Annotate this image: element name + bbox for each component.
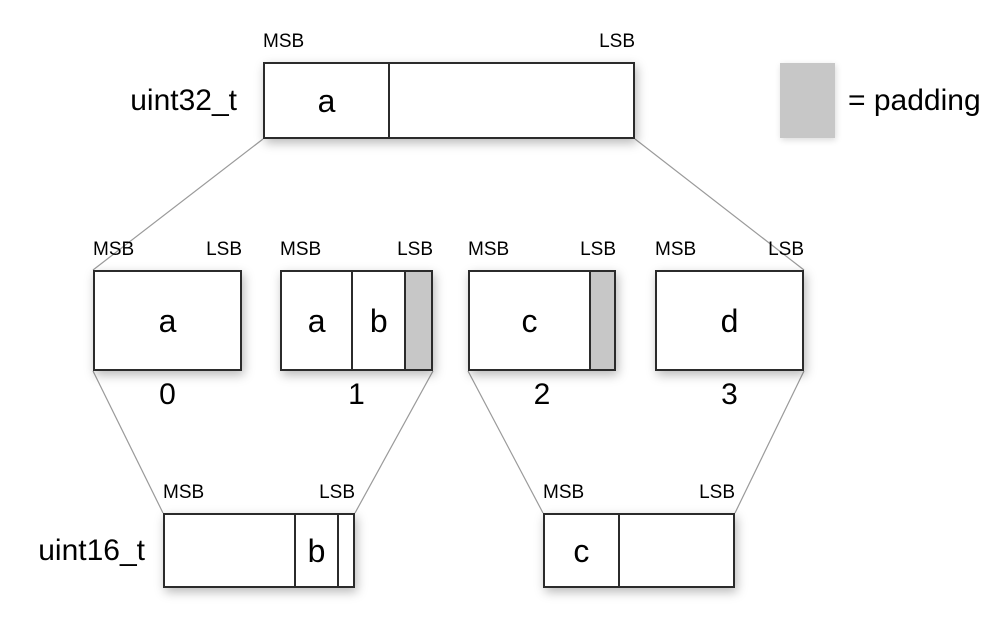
- field-label: c: [573, 532, 590, 569]
- byte1-box: a b: [280, 270, 433, 371]
- connector-byte0-to-uint16-left: [92, 370, 164, 514]
- byte2-segment-c: c: [470, 272, 589, 369]
- field-label: b: [369, 302, 388, 339]
- byte1-box-group: MSB LSB a b 1: [280, 240, 433, 410]
- byte0-index-label: 0: [159, 378, 176, 411]
- field-label: a: [317, 82, 336, 119]
- field-label: b: [307, 532, 326, 569]
- byte2-box-group: MSB LSB c 2: [468, 240, 616, 410]
- byte1-padding-segment: [404, 272, 432, 369]
- uint16-right-segment-empty: [617, 515, 733, 586]
- byte0-box-group: MSB LSB a 0: [93, 240, 242, 410]
- connector-uint32-to-byte3: [634, 138, 805, 271]
- byte3-segment-d: d: [657, 272, 802, 369]
- byte1-index-label: 1: [348, 378, 365, 411]
- byte1-segment-b: b: [351, 272, 404, 369]
- uint16-left-box-group: MSB LSB b: [163, 483, 355, 588]
- uint16-right-box-group: MSB LSB c: [543, 483, 735, 588]
- uint32-box: a: [263, 62, 635, 139]
- byte3-index-label: 3: [721, 378, 738, 411]
- field-label: c: [521, 302, 538, 339]
- field-label: d: [720, 302, 739, 339]
- byte0-segment-a: a: [95, 272, 240, 369]
- byte3-box: d: [655, 270, 804, 371]
- byte2-index-label: 2: [533, 378, 551, 411]
- field-label: a: [307, 302, 326, 339]
- connector-byte1-to-uint16-left: [354, 370, 434, 514]
- connector-byte3-to-uint16-right: [734, 370, 805, 514]
- byte2-padding-segment: [589, 272, 614, 369]
- uint16-type-label: uint16_t: [38, 533, 145, 567]
- uint16-right-segment-c: c: [545, 515, 618, 586]
- uint16-left-segment-b: b: [294, 515, 336, 586]
- connector-uint32-to-byte0: [92, 138, 264, 271]
- legend-label: = padding: [848, 83, 981, 117]
- byte3-box-group: MSB LSB d 3: [655, 240, 804, 410]
- byte2-box: c: [468, 270, 616, 371]
- byte1-segment-a: a: [282, 272, 351, 369]
- uint16-left-segment-empty: [165, 515, 294, 586]
- uint32-segment-a: a: [265, 64, 388, 137]
- uint32-type-label: uint32_t: [130, 83, 237, 117]
- legend: = padding: [780, 63, 981, 138]
- padding-swatch-icon: [780, 63, 835, 138]
- uint32-segment-rest: [387, 64, 633, 137]
- uint16-left-segment-thin: [336, 515, 353, 586]
- connector-byte2-to-uint16-right: [467, 370, 544, 514]
- uint16-left-box: b: [163, 513, 355, 588]
- uint16-right-box: c: [543, 513, 735, 588]
- field-label: a: [158, 302, 177, 339]
- byte0-box: a: [93, 270, 242, 371]
- uint32-box-group: MSB LSB a: [263, 32, 635, 139]
